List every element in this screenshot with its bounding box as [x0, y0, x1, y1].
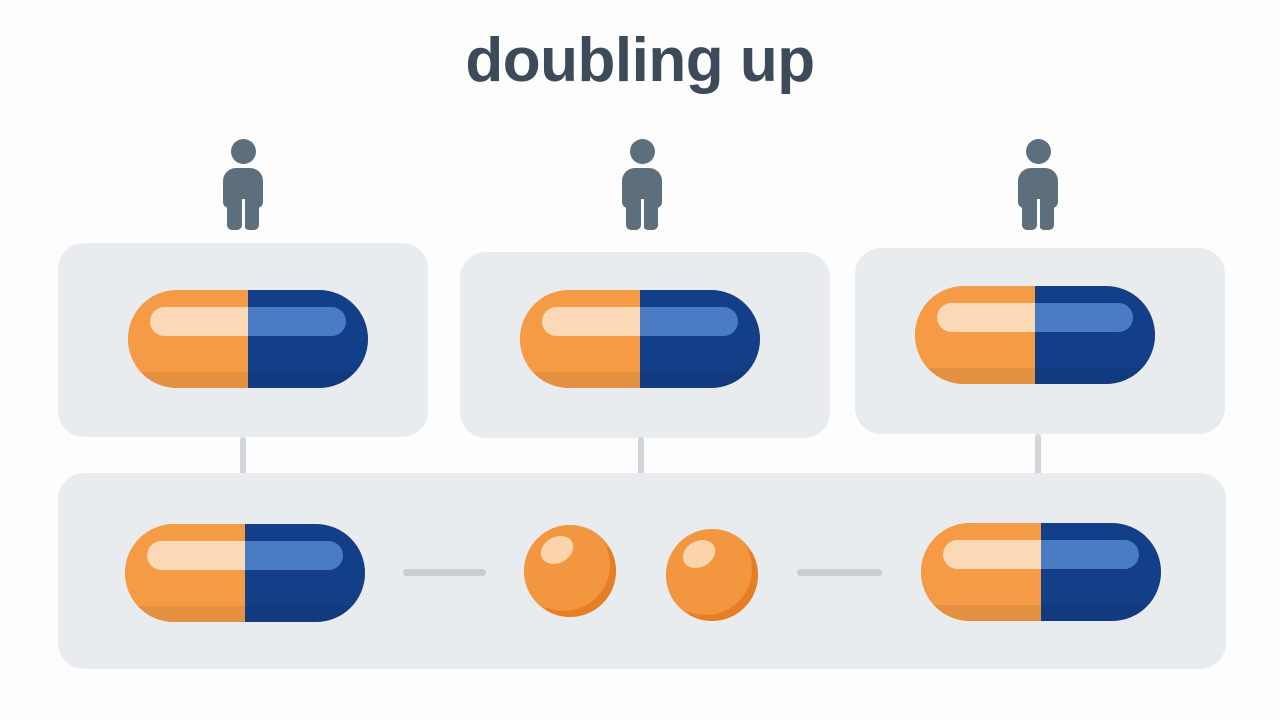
capsule-shadow: [125, 606, 365, 622]
capsule-highlight: [146, 540, 344, 571]
person-leg-gap: [640, 199, 644, 231]
dose-card-1[interactable]: [58, 243, 428, 437]
page-title: doubling up: [465, 26, 815, 95]
connector-left: [403, 569, 486, 576]
capsule-highlight-orange: [936, 302, 1035, 333]
person-leg-left: [227, 197, 242, 230]
capsule-blue-half: [245, 524, 365, 622]
capsule-highlight: [541, 306, 739, 337]
person-leg-left: [1022, 197, 1037, 230]
person-leg-right: [244, 197, 259, 230]
capsule-blue-half: [248, 290, 368, 388]
person-icon-2: [619, 139, 665, 231]
capsule-pill[interactable]: [520, 290, 760, 388]
capsule-orange-half: [125, 524, 245, 622]
capsule-highlight-blue: [1041, 539, 1140, 570]
person-icon-3: [1015, 139, 1061, 231]
capsule-highlight-orange: [942, 539, 1041, 570]
person-head: [629, 139, 655, 164]
person-head: [1025, 139, 1051, 164]
dose-card-2[interactable]: [460, 252, 830, 438]
capsule-orange-half: [921, 523, 1041, 621]
capsule-highlight-blue: [1035, 302, 1134, 333]
capsule-highlight: [149, 306, 347, 337]
vertical-connector-3: [1035, 434, 1041, 480]
person-leg-right: [643, 197, 658, 230]
capsule-blue-half: [1035, 286, 1155, 384]
capsule-shadow: [921, 605, 1161, 621]
connector-right: [797, 569, 882, 576]
vertical-connector-1: [240, 437, 246, 483]
capsule-orange-half: [520, 290, 640, 388]
capsule-left[interactable]: [125, 524, 365, 622]
person-icon-1: [220, 139, 266, 231]
capsule-blue-half: [1041, 523, 1161, 621]
capsule-orange-half: [128, 290, 248, 388]
person-leg-gap: [1036, 199, 1040, 231]
capsule-blue-half: [640, 290, 760, 388]
person-leg-left: [626, 197, 641, 230]
capsule-highlight-orange: [541, 306, 640, 337]
dose-card-3[interactable]: [855, 248, 1225, 434]
capsule-shadow: [128, 372, 368, 388]
capsule-pill[interactable]: [915, 286, 1155, 384]
tablet-left[interactable]: [524, 525, 616, 617]
person-leg-gap: [241, 199, 245, 231]
tablet-right[interactable]: [666, 529, 758, 621]
person-head: [230, 139, 256, 164]
capsule-highlight-orange: [146, 540, 245, 571]
capsule-pill[interactable]: [128, 290, 368, 388]
vertical-connector-2: [638, 437, 644, 483]
capsule-orange-half: [915, 286, 1035, 384]
person-leg-right: [1039, 197, 1054, 230]
capsule-highlight-orange: [149, 306, 248, 337]
capsule-shadow: [520, 372, 760, 388]
capsule-highlight: [936, 302, 1134, 333]
capsule-highlight: [942, 539, 1140, 570]
combined-dose-card[interactable]: [58, 473, 1226, 669]
capsule-right[interactable]: [921, 523, 1161, 621]
capsule-highlight-blue: [640, 306, 739, 337]
capsule-highlight-blue: [245, 540, 344, 571]
capsule-highlight-blue: [248, 306, 347, 337]
capsule-shadow: [915, 368, 1155, 384]
